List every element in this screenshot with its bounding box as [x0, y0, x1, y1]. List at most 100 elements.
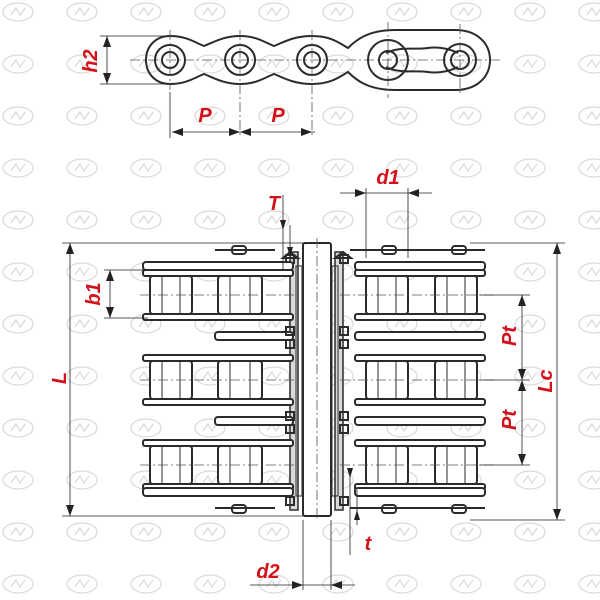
- left-strand-row: [140, 439, 300, 491]
- watermark-logo: [450, 522, 482, 542]
- watermark-logo: [322, 522, 354, 542]
- watermark-logo: [66, 418, 98, 438]
- watermark-logo: [258, 2, 290, 22]
- middle-plate-right: [334, 251, 344, 511]
- center-plate-joint: [285, 424, 349, 506]
- watermark-logo: [514, 522, 546, 542]
- left-strand-rows: [140, 269, 300, 491]
- watermark-logo: [258, 366, 290, 386]
- watermark-logo: [66, 106, 98, 126]
- watermark-logo: [450, 210, 482, 230]
- label-pitch-right: P: [271, 105, 285, 127]
- watermark-logo: [66, 314, 98, 334]
- watermark-logo: [258, 54, 290, 74]
- watermark-logo: [322, 210, 354, 230]
- watermark-logo: [194, 106, 226, 126]
- watermark-logo: [130, 158, 162, 178]
- dimension-b1: [104, 269, 148, 319]
- dimension-t: [347, 468, 360, 555]
- watermark-logo: [578, 574, 600, 594]
- dimension-Pt: [480, 294, 530, 466]
- label-L: L: [49, 372, 71, 384]
- watermark-logo: [578, 470, 600, 490]
- watermark-logo: [66, 262, 98, 282]
- watermark-logo: [130, 418, 162, 438]
- watermark-logo: [194, 210, 226, 230]
- watermark-logo: [2, 210, 34, 230]
- watermark-logo: [66, 54, 98, 74]
- watermark-logo: [578, 2, 600, 22]
- watermark-logo: [322, 54, 354, 74]
- watermark-logo: [194, 418, 226, 438]
- dimension-h2: [100, 35, 168, 85]
- label-Pt-upper: Pt: [499, 325, 521, 346]
- watermark-logo: [130, 522, 162, 542]
- watermark-logo: [2, 418, 34, 438]
- watermark-logo: [450, 158, 482, 178]
- label-h2: h2: [80, 49, 102, 72]
- watermark-logo: [578, 210, 600, 230]
- label-b1: b1: [83, 282, 105, 305]
- label-Pt-lower: Pt: [499, 409, 521, 430]
- watermark-logo: [258, 210, 290, 230]
- watermark-logo: [386, 106, 418, 126]
- watermark-logo: [514, 366, 546, 386]
- dimension-d1: [340, 188, 432, 258]
- watermark-logo: [258, 522, 290, 542]
- watermark-logo: [386, 210, 418, 230]
- watermark-logo: [386, 522, 418, 542]
- watermark-logo: [450, 106, 482, 126]
- watermark-logo: [194, 54, 226, 74]
- watermark-logo: [2, 54, 34, 74]
- watermark-logo: [130, 574, 162, 594]
- dimension-pitch: [169, 92, 315, 138]
- label-pitch-left: P: [198, 105, 212, 127]
- watermark-logo: [450, 574, 482, 594]
- watermark-logo: [514, 106, 546, 126]
- center-plate-joint: [285, 339, 349, 421]
- watermark-logo: [194, 2, 226, 22]
- watermark-logo: [130, 210, 162, 230]
- watermark-logo: [578, 366, 600, 386]
- dimension-T: [280, 195, 293, 270]
- watermark-logo: [66, 574, 98, 594]
- watermark-logo: [322, 2, 354, 22]
- watermark-logo: [578, 262, 600, 282]
- watermark-logo: [66, 470, 98, 490]
- dimension-Lc: [470, 242, 565, 521]
- dimension-L: [62, 242, 305, 517]
- watermark-logo: [66, 366, 98, 386]
- watermark-logo: [258, 158, 290, 178]
- watermark-logo: [194, 522, 226, 542]
- watermark-logo: [2, 522, 34, 542]
- watermark-logo: [578, 54, 600, 74]
- watermark-logo: [258, 106, 290, 126]
- label-d1: d1: [376, 167, 399, 189]
- watermark-logo: [322, 106, 354, 126]
- watermark-logo: [578, 106, 600, 126]
- chain-plan-view: [140, 238, 495, 520]
- watermark-logo: [578, 314, 600, 334]
- watermark-logo: [514, 418, 546, 438]
- label-t: t: [365, 533, 373, 555]
- watermark-logo: [578, 418, 600, 438]
- label-d2: d2: [256, 561, 279, 583]
- watermark-logo: [514, 262, 546, 282]
- left-strand-row: [140, 354, 300, 426]
- dimension-d2: [250, 520, 355, 590]
- watermark-logo: [322, 158, 354, 178]
- middle-plate-left: [289, 251, 299, 511]
- watermark-logo: [2, 106, 34, 126]
- spring-clip: [385, 46, 459, 74]
- right-strand-row: [340, 354, 495, 426]
- watermark-logo: [514, 574, 546, 594]
- watermark-logo: [386, 2, 418, 22]
- label-T: T: [268, 193, 282, 215]
- watermark-logo: [514, 314, 546, 334]
- watermark-logo: [2, 366, 34, 386]
- watermark-logo: [514, 470, 546, 490]
- watermark-logo: [514, 54, 546, 74]
- watermark-logo: [2, 2, 34, 22]
- watermark-logo: [194, 158, 226, 178]
